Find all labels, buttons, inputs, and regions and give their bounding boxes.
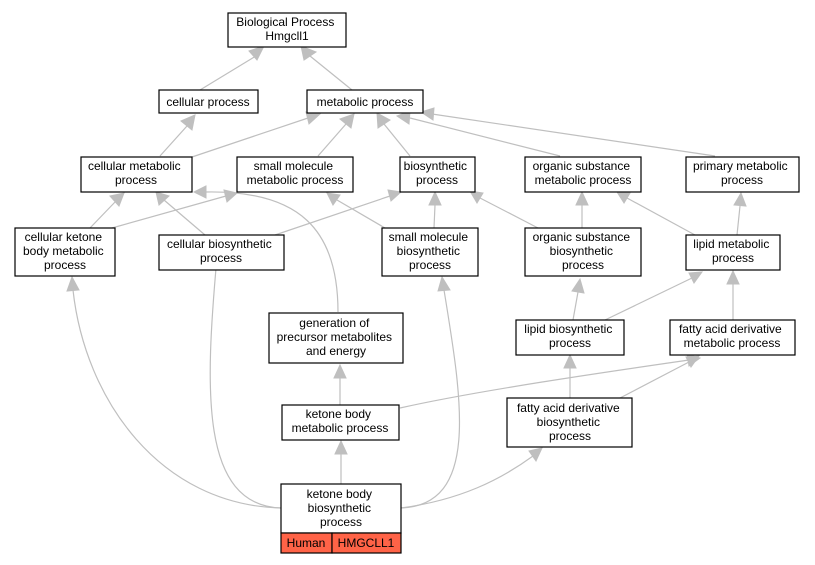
edge-biosynthetic-to-metabolic-process xyxy=(376,112,411,157)
node-biosynthetic-process[interactable]: biosynthetic process xyxy=(399,156,476,193)
node-label: metabolic process xyxy=(317,95,414,109)
edge-fatty-acid-derivative-biosynthetic-to-fatty-acid-derivative-metabolic xyxy=(619,355,701,399)
edge-cellular-process-to-root xyxy=(199,45,265,91)
species-label: Human xyxy=(287,536,326,550)
node-label: Biological Process Hmgcll1 xyxy=(236,15,337,43)
node-label: lipid metabolic process xyxy=(693,237,772,265)
gene-label: HMGCLL1 xyxy=(338,536,395,550)
node-label: organic substance metabolic process xyxy=(533,159,634,187)
edge-ketone-body-biosynthetic-to-ketone-body-metabolic xyxy=(334,439,348,484)
node-label: cellular metabolic process xyxy=(88,159,184,187)
node-label: ketone body metabolic process xyxy=(292,407,389,435)
node-label: small molecule biosynthetic process xyxy=(389,230,472,272)
edge-cellular-metabolic-to-cellular-process xyxy=(159,114,196,157)
node-label: ketone body biosynthetic process xyxy=(307,487,376,529)
node-small-molecule-metabolic-process[interactable]: small molecule metabolic process xyxy=(236,156,354,193)
node-fatty-acid-derivative-biosynthetic-process[interactable]: fatty acid derivative biosynthetic proce… xyxy=(506,397,633,448)
node-cellular-biosynthetic-process[interactable]: cellular biosynthetic process xyxy=(158,234,285,271)
edge-ketone-body-biosynthetic-to-fatty-acid-derivative-biosynthetic xyxy=(400,447,543,509)
node-label: small molecule metabolic process xyxy=(247,159,344,187)
node-label: cellular ketone body metabolic process xyxy=(23,230,107,272)
edge-lipid-biosynthetic-to-organic-substance-biosynthetic xyxy=(571,277,585,321)
node-fatty-acid-derivative-metabolic-process[interactable]: fatty acid derivative metabolic process xyxy=(669,319,796,356)
node-ketone-body-metabolic-process[interactable]: ketone body metabolic process xyxy=(281,404,400,441)
edge-lipid-biosynthetic-to-lipid-metabolic xyxy=(604,271,704,321)
edge-cellular-biosynthetic-to-cellular-metabolic xyxy=(155,191,206,236)
edge-fatty-acid-derivative-biosynthetic-to-lipid-biosynthetic xyxy=(563,353,577,398)
node-primary-metabolic-process[interactable]: primary metabolic process xyxy=(685,156,800,193)
node-label: fatty acid derivative biosynthetic proce… xyxy=(517,401,623,443)
edge-fatty-acid-derivative-metabolic-to-lipid-metabolic xyxy=(726,269,740,320)
node-small-molecule-biosynthetic-process[interactable]: small molecule biosynthetic process xyxy=(381,227,479,277)
node-generation-of-precursor-metabolites-and-energy[interactable]: generation of precursor metabolites and … xyxy=(268,312,404,364)
node-label: primary metabolic process xyxy=(693,159,791,187)
edge-primary-metabolic-to-metabolic-process xyxy=(419,107,716,157)
node-cellular-metabolic-process[interactable]: cellular metabolic process xyxy=(80,156,193,193)
edge-small-molecule-biosynthetic-to-small-molecule-metabolic xyxy=(326,192,386,229)
node-label: fatty acid derivative metabolic process xyxy=(679,322,785,350)
edge-generation-precursor-to-cellular-metabolic xyxy=(192,185,339,313)
species-gene-row: Human HMGCLL1 xyxy=(280,532,402,554)
edge-cellular-ketone-to-cellular-metabolic xyxy=(89,192,125,229)
node-lipid-biosynthetic-process[interactable]: lipid biosynthetic process xyxy=(515,319,625,356)
edge-ketone-body-metabolic-to-generation-precursor xyxy=(333,363,347,405)
node-organic-substance-biosynthetic-process[interactable]: organic substance biosynthetic process xyxy=(524,227,642,277)
node-ketone-body-biosynthetic-process[interactable]: ketone body biosynthetic process xyxy=(280,483,402,534)
edge-ketone-body-biosynthetic-to-small-molecule-biosynthetic xyxy=(400,275,461,509)
edge-lipid-metabolic-to-primary-metabolic xyxy=(733,191,747,236)
node-cellular-ketone-body-metabolic-process[interactable]: cellular ketone body metabolic process xyxy=(14,227,116,277)
edge-organic-substance-biosynthetic-to-organic-substance-metabolic xyxy=(575,190,589,228)
edge-ketone-body-biosynthetic-to-cellular-ketone xyxy=(66,275,282,509)
node-label: organic substance biosynthetic process xyxy=(533,230,634,272)
node-biological-process-root[interactable]: Biological Process Hmgcll1 xyxy=(227,12,347,48)
edge-ketone-body-biosynthetic-to-cellular-biosynthetic xyxy=(209,242,282,509)
node-cellular-process[interactable]: cellular process xyxy=(158,89,259,114)
node-metabolic-process[interactable]: metabolic process xyxy=(306,89,424,114)
node-organic-substance-metabolic-process[interactable]: organic substance metabolic process xyxy=(524,156,642,193)
node-label: cellular process xyxy=(166,95,249,109)
node-lipid-metabolic-process[interactable]: lipid metabolic process xyxy=(685,234,781,271)
node-label: generation of precursor metabolites and … xyxy=(277,316,396,358)
node-label: biosynthetic process xyxy=(404,159,471,187)
node-label: cellular biosynthetic process xyxy=(167,237,275,265)
gene-cell[interactable] xyxy=(331,532,402,554)
edge-metabolic-process-to-root xyxy=(300,45,353,91)
edge-cellular-metabolic-to-metabolic-process xyxy=(191,111,322,158)
edge-organic-substance-biosynthetic-to-biosynthetic xyxy=(469,190,539,229)
edge-small-molecule-metabolic-to-metabolic-process xyxy=(317,113,355,157)
edge-organic-substance-metabolic-to-metabolic-process xyxy=(395,110,561,157)
edge-cellular-biosynthetic-to-biosynthetic xyxy=(274,189,403,236)
node-label: lipid biosynthetic process xyxy=(524,322,615,350)
edge-small-molecule-biosynthetic-to-biosynthetic xyxy=(428,190,442,229)
